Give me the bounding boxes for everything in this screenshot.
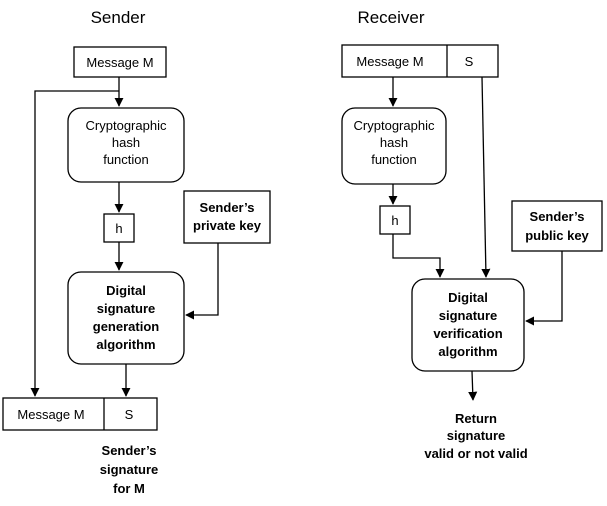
verification-line-1: Digital <box>448 290 488 305</box>
sender-hash-line-2: hash <box>112 135 140 150</box>
public-key-line-2: public key <box>525 228 589 243</box>
receiver-message-box: Message M S <box>341 44 499 78</box>
generation-line-4: algorithm <box>96 337 155 352</box>
sender-output-message: Message M <box>17 407 84 422</box>
receiver-hash-line-3: function <box>371 152 417 167</box>
sender-caption: Sender’s signature for M <box>100 443 159 496</box>
sender-hash-value-box: h <box>103 213 135 243</box>
sender-hash-value-label: h <box>115 221 122 236</box>
receiver-hash-value-box: h <box>379 205 411 235</box>
sender-hash-line-1: Cryptographic <box>86 118 167 133</box>
sender-caption-line-1: Sender’s <box>102 443 157 458</box>
sender-caption-line-2: signature <box>100 462 159 477</box>
sender-output-box: Message M S <box>2 397 158 431</box>
sender-title: Sender <box>91 8 146 27</box>
public-key-line-1: Sender’s <box>530 209 585 224</box>
public-key-arrow <box>525 251 563 326</box>
receiver-connectors <box>388 76 563 401</box>
sender-hash-function-box: Cryptographic hash function <box>67 107 185 183</box>
receiver-hash-function-box: Cryptographic hash function <box>341 107 447 185</box>
private-key-arrow <box>185 243 219 320</box>
receiver-h-to-verification-arrow <box>392 234 445 278</box>
sender-message-box: Message M <box>73 46 167 78</box>
result-line-1: Return <box>455 411 497 426</box>
result-line-2: signature <box>447 428 506 443</box>
receiver-public-key-box: Sender’s public key <box>511 200 603 252</box>
sender-caption-line-3: for M <box>113 481 145 496</box>
private-key-line-2: private key <box>193 218 262 233</box>
signature-to-verification-arrow <box>481 76 491 278</box>
generation-line-1: Digital <box>106 283 146 298</box>
verification-to-result-arrow <box>468 370 478 401</box>
receiver-result: Return signature valid or not valid <box>424 411 527 461</box>
generation-line-2: signature <box>97 301 156 316</box>
sender-private-key-box: Sender’s private key <box>183 190 271 244</box>
private-key-line-1: Sender’s <box>200 200 255 215</box>
receiver-title: Receiver <box>357 8 424 27</box>
receiver-hash-line-1: Cryptographic <box>354 118 435 133</box>
result-line-3: valid or not valid <box>424 446 527 461</box>
generation-line-3: generation <box>93 319 160 334</box>
signature-generation-box: Digital signature generation algorithm <box>67 271 185 365</box>
message-bypass-arrow <box>30 90 119 397</box>
verification-line-2: signature <box>439 308 498 323</box>
verification-line-4: algorithm <box>438 344 497 359</box>
verification-line-3: verification <box>433 326 502 341</box>
sender-output-signature: S <box>125 407 134 422</box>
sender-hash-line-3: function <box>103 152 149 167</box>
receiver-message-label: Message M <box>356 54 423 69</box>
receiver-hash-line-2: hash <box>380 135 408 150</box>
signature-verification-box: Digital signature verification algorithm <box>411 278 525 372</box>
sender-message-label: Message M <box>86 55 153 70</box>
receiver-hash-value-label: h <box>391 213 398 228</box>
receiver-signature-label: S <box>465 54 474 69</box>
sender-connectors <box>30 77 219 397</box>
